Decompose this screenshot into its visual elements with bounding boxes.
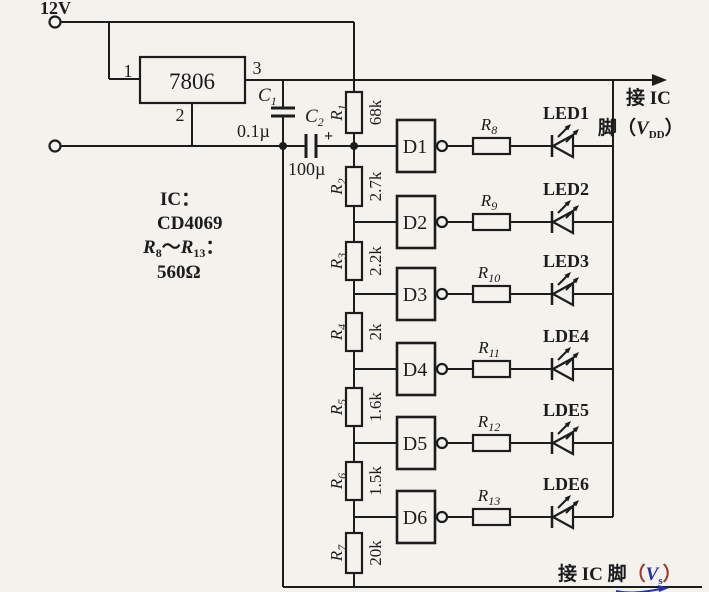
vs-annotation: 接 IC 脚（Vs） bbox=[558, 562, 682, 592]
pin1-label: 1 bbox=[124, 61, 133, 81]
capacitor-c2: C2 + 100µ bbox=[288, 106, 333, 179]
resistor-r9 bbox=[471, 212, 512, 232]
r7-ref-label: R7 bbox=[327, 544, 349, 562]
inverter-d4 bbox=[395, 341, 437, 397]
d2-label: D2 bbox=[403, 212, 427, 234]
d4-label: D4 bbox=[403, 359, 427, 381]
c1-ref-label: C1 bbox=[258, 85, 277, 108]
r6-ref-label: R6 bbox=[327, 473, 349, 490]
r3-value-label: 2.2k bbox=[366, 246, 385, 276]
c2-ref-label: C2 bbox=[305, 106, 324, 129]
vdd-annotation: 接 IC 脚（VDD） bbox=[598, 87, 684, 141]
resistor-r13 bbox=[471, 507, 512, 527]
d1-label: D1 bbox=[403, 136, 427, 158]
d3-label: D3 bbox=[403, 284, 427, 306]
resistor-r5 bbox=[344, 386, 364, 428]
r2-ref-label: R2 bbox=[327, 178, 349, 195]
junction-dot bbox=[350, 142, 358, 150]
channel-6: D6 R13 LDE6 bbox=[395, 474, 615, 545]
resistor-r11 bbox=[471, 359, 512, 379]
r4-ref-label: R4 bbox=[327, 324, 349, 341]
annotation-blue-arrowhead bbox=[658, 585, 669, 592]
r2-value-label: 2.7k bbox=[366, 171, 385, 201]
led2-label: LED2 bbox=[543, 179, 589, 199]
vdd-note-line2: 脚（VDD） bbox=[598, 116, 684, 141]
r9-label: R9 bbox=[480, 191, 497, 213]
note-line2: CD4069 bbox=[157, 213, 222, 234]
junction-dot bbox=[279, 142, 287, 150]
resistor-r3 bbox=[344, 240, 364, 282]
resistor-r12 bbox=[471, 433, 512, 453]
r5-ref-label: R5 bbox=[327, 399, 349, 416]
channel-3: D3 R10 LED3 bbox=[395, 251, 615, 322]
r4-value-label: 2k bbox=[366, 323, 385, 341]
source-voltage-label: 12V bbox=[40, 0, 71, 18]
r6-value-label: 1.5k bbox=[366, 466, 385, 496]
inverter-d2 bbox=[395, 194, 437, 250]
d1-output-bubble bbox=[435, 139, 449, 153]
resistor-ladder: R1 68k R2 2.7k R3 2.2k R4 2k R5 1.6k R6 … bbox=[327, 90, 385, 575]
r10-label: R10 bbox=[477, 263, 500, 285]
channel-4: D4 R11 LDE4 bbox=[395, 326, 615, 397]
led5-label: LDE5 bbox=[543, 400, 589, 420]
pin2-label: 2 bbox=[176, 105, 185, 125]
inverter-d5 bbox=[395, 415, 437, 471]
r3-ref-label: R3 bbox=[327, 253, 349, 270]
resistor-r8 bbox=[471, 136, 512, 156]
led6-label: LDE6 bbox=[543, 474, 589, 494]
inverter-d3 bbox=[395, 266, 437, 322]
led1-label: LED1 bbox=[543, 103, 589, 123]
note-line4: 560Ω bbox=[157, 262, 201, 283]
regulator-7806: 7806 1 3 2 bbox=[124, 55, 262, 125]
resistor-r1 bbox=[344, 90, 364, 135]
note-line1: IC： bbox=[160, 189, 200, 210]
r12-label: R12 bbox=[477, 412, 500, 434]
resistor-r2 bbox=[344, 165, 364, 208]
terminal-common bbox=[48, 139, 62, 153]
r8-label: R8 bbox=[480, 115, 497, 137]
r11-label: R11 bbox=[477, 338, 500, 360]
regulator-part-label: 7806 bbox=[169, 69, 215, 94]
wiring bbox=[60, 21, 702, 588]
capacitor-c1: C1 0.1µ bbox=[237, 85, 295, 141]
channel-1: D1 R8 LED1 bbox=[395, 103, 615, 174]
vdd-note-line1: 接 IC bbox=[626, 87, 671, 109]
r13-label: R13 bbox=[477, 486, 500, 508]
ic-note: IC： CD4069 R8～R13： 560Ω bbox=[142, 189, 224, 283]
c2-plus-sign: + bbox=[324, 128, 333, 145]
d2-output-bubble bbox=[435, 215, 449, 229]
d3-output-bubble bbox=[435, 287, 449, 301]
vdd-arrowhead bbox=[652, 74, 667, 86]
resistor-r7 bbox=[344, 531, 364, 575]
regulator-body bbox=[138, 55, 247, 105]
channel-5: D5 R12 LDE5 bbox=[395, 400, 615, 471]
d5-output-bubble bbox=[435, 436, 449, 450]
d6-output-bubble bbox=[435, 510, 449, 524]
note-line3: R8～R13： bbox=[142, 237, 224, 260]
c2-value-label: 100µ bbox=[288, 159, 325, 179]
pin3-label: 3 bbox=[253, 58, 262, 78]
channel-2: D2 R9 LED2 bbox=[395, 179, 615, 250]
vs-note: 接 IC 脚（Vs） bbox=[558, 562, 682, 587]
inverter-d6 bbox=[395, 489, 437, 545]
resistor-r10 bbox=[471, 284, 512, 304]
r1-ref-label: R1 bbox=[327, 104, 349, 121]
led3-label: LED3 bbox=[543, 251, 589, 271]
resistor-r4 bbox=[344, 311, 364, 353]
d5-label: D5 bbox=[403, 433, 427, 455]
r7-value-label: 20k bbox=[366, 540, 385, 566]
terminal-12v bbox=[48, 15, 62, 29]
d4-output-bubble bbox=[435, 362, 449, 376]
r5-value-label: 1.6k bbox=[366, 392, 385, 422]
d6-label: D6 bbox=[403, 507, 427, 529]
inverter-d1 bbox=[395, 118, 437, 174]
led4-label: LDE4 bbox=[543, 326, 589, 346]
c1-value-label: 0.1µ bbox=[237, 121, 270, 141]
resistor-r6 bbox=[344, 460, 364, 502]
r1-value-label: 68k bbox=[366, 99, 385, 125]
